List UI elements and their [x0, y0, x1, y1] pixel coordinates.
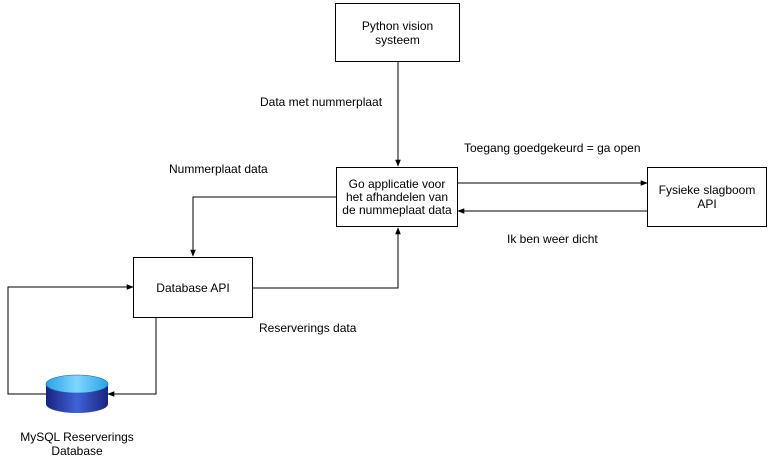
node-mysql-db-label: MySQL Reserverings Database [20, 430, 134, 458]
database-cylinder-icon [45, 374, 109, 413]
edge-label-dbapi-to-go: Reserverings data [259, 321, 357, 335]
edge-go-to-dbapi [190, 196, 336, 257]
node-database-api-label: Database API [156, 280, 230, 295]
node-python-vision[interactable]: Python vision systeem [335, 3, 460, 62]
node-slagboom[interactable]: Fysieke slagboom API [647, 167, 767, 227]
edge-dbapi-to-go [253, 227, 401, 289]
edge-dbapi-to-mysql [107, 318, 157, 397]
edge-label-slagboom-to-go: Ik ben weer dicht [507, 232, 598, 246]
node-go-app-label: Go applicatie voor het afhandelen van de… [342, 176, 452, 217]
edge-label-go-to-slagboom: Toegang goedgekeurd = ga open [464, 141, 641, 155]
node-slagboom-label: Fysieke slagboom API [658, 183, 756, 211]
edge-mysql-to-dbapi [7, 284, 134, 395]
node-python-vision-label: Python vision systeem [361, 18, 434, 47]
edge-label-go-to-dbapi: Nummerplaat data [169, 162, 268, 176]
node-go-app[interactable]: Go applicatie voor het afhandelen van de… [336, 167, 458, 227]
node-database-api[interactable]: Database API [133, 257, 253, 318]
edge-label-python-to-go: Data met nummerplaat [260, 95, 383, 109]
